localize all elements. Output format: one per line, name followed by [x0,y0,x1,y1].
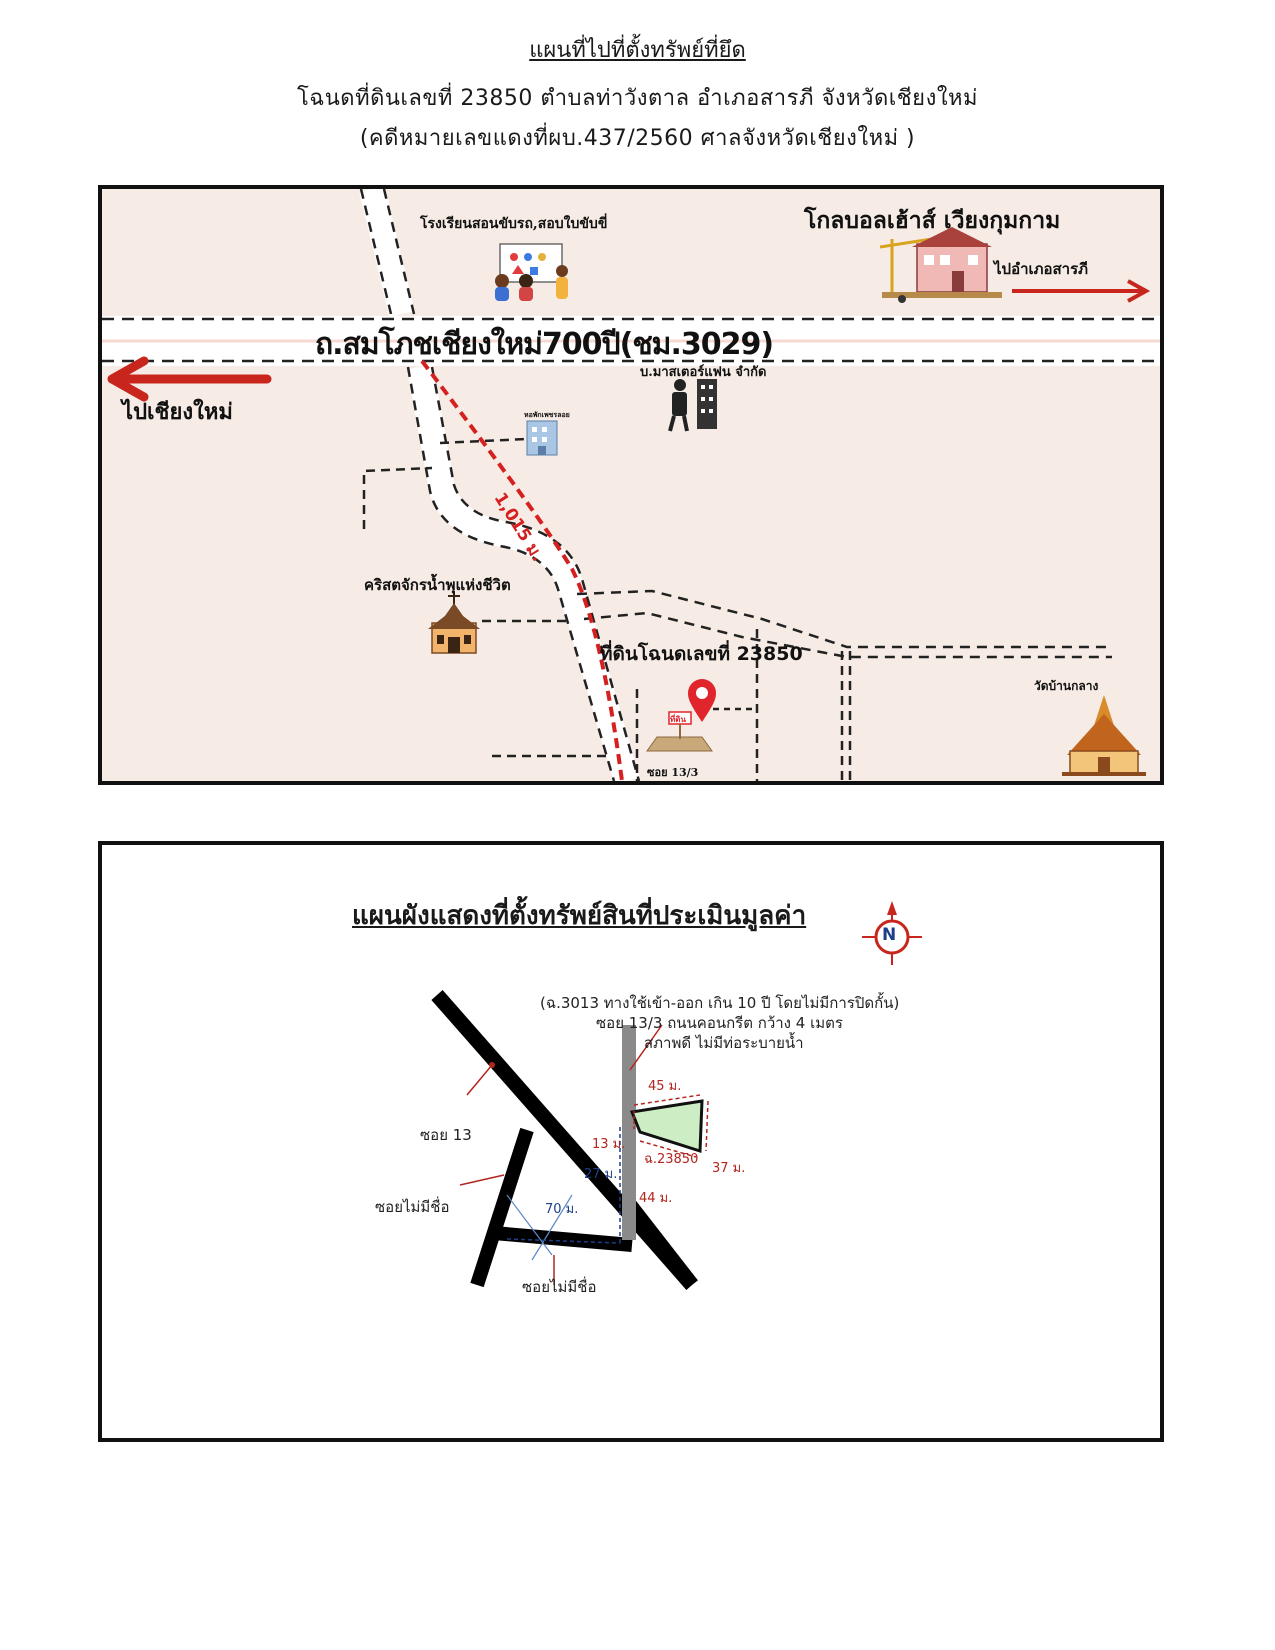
parcel-polygon [629,1099,704,1154]
church-icon [428,591,480,654]
arrow-to-chiangmai [107,356,272,402]
pointer-noname-1 [459,1174,505,1186]
global-house-label: โกลบอลเฮ้าส์ เวียงกุมกาม [804,207,1061,234]
lane-east-bottom [583,611,1112,659]
small-building-icon [526,420,558,456]
route-line [420,359,624,781]
soi-label: ซอย 13/3 [647,766,699,779]
location-pin-icon [688,679,716,722]
dim-37-line [705,1100,709,1152]
soi-noname-road-2 [493,1226,633,1252]
pointer-soi13 [466,1064,493,1096]
north-label: N [882,925,897,945]
global-house-icon [879,227,1002,303]
dim-45-label: 45 ม. [648,1079,682,1094]
company-icon [668,379,717,432]
hatch-1 [506,1194,553,1256]
plan-title: แผนผังแสดงที่ตั้งทรัพย์สินที่ประเมินมูลค… [352,901,807,931]
driving-school-icon [495,243,568,301]
company-label: บ.มาสเตอร์แฟน จำกัด [640,365,767,380]
arrow-to-saraphi [1012,279,1151,303]
land-label: ที่ดินโฉนดเลขที่ 23850 [600,643,803,665]
page-title: แผนที่ไปที่ตั้งทรัพย์ที่ยึด [529,38,746,63]
lane-west [362,466,433,529]
main-road-label: ถ.สมโภชเชียงใหม่700ปี(ชม.3029) [315,327,774,362]
dim-70-line [506,1238,621,1244]
church-label: คริสตจักรน้ำพุแห่งชีวิต [364,576,511,594]
site-plan: แผนผังแสดงที่ตั้งทรัพย์สินที่ประเมินมูลค… [98,841,1164,1442]
map-roads-svg [102,189,1160,781]
soi-north-south [359,189,640,781]
note-line-1: (ฉ.3013 ทางใช้เข้า-ออก เกิน 10 ปี โดยไม่… [540,994,900,1012]
case-line: (คดีหมายเลขแดงที่ผบ.437/2560 ศาลจังหวัดเ… [359,126,916,151]
note-line-2: ซอย 13/3 ถนนคอนกรีต กว้าง 4 เมตร [596,1014,843,1032]
driving-school-label: โรงเรียนสอนขับรถ,สอบใบขับขี่ [420,216,608,232]
land-parcel-icon [646,711,713,752]
dim-44-label: 44 ม. [639,1191,673,1206]
north-compass-icon [862,901,922,965]
hatch-2 [531,1194,573,1261]
soi-edge-left [359,189,616,781]
dim-70-label: 70 ม. [545,1202,579,1217]
dim-13-label: 13 ม. [592,1137,626,1152]
dim-27-label: 27 ม. [584,1167,618,1182]
dim-44-line [639,1140,697,1158]
deed-line: โฉนดที่ดินเลขที่ 23850 ตำบลท่าวังตาล อำเ… [296,86,979,111]
plan-drawing-svg [431,901,922,1290]
parcel-label: ฉ.23850 [644,1152,699,1167]
dim-37-label: 37 ม. [712,1161,746,1176]
pointer-note [629,1024,663,1071]
location-map: ถ.สมโภชเชียงใหม่700ปี(ชม.3029) ไปเชียงให… [98,185,1164,785]
small-building-label: หอพักเพชรลอย [524,410,570,419]
temple-label: วัดบ้านกลาง [1034,679,1099,693]
to-chiangmai-label: ไปเชียงใหม่ [122,399,233,425]
soi-noname-road-1 [470,1127,534,1288]
land-sign-label: ที่ดิน [670,714,686,724]
soi-edge-right [382,189,641,781]
to-saraphi-label: ไปอำเภอสารภี [994,260,1089,278]
soi-13-label: ซอย 13 [420,1126,472,1144]
soi-noname-label-1: ซอยไม่มีชื่อ [375,1198,450,1216]
lane-east-top [576,589,1112,649]
temple-icon [1062,695,1146,776]
soi-noname-label-2: ซอยไม่มีชื่อ [522,1278,597,1296]
note-line-3: สภาพดี ไม่มีท่อระบายน้ำ [644,1034,804,1052]
